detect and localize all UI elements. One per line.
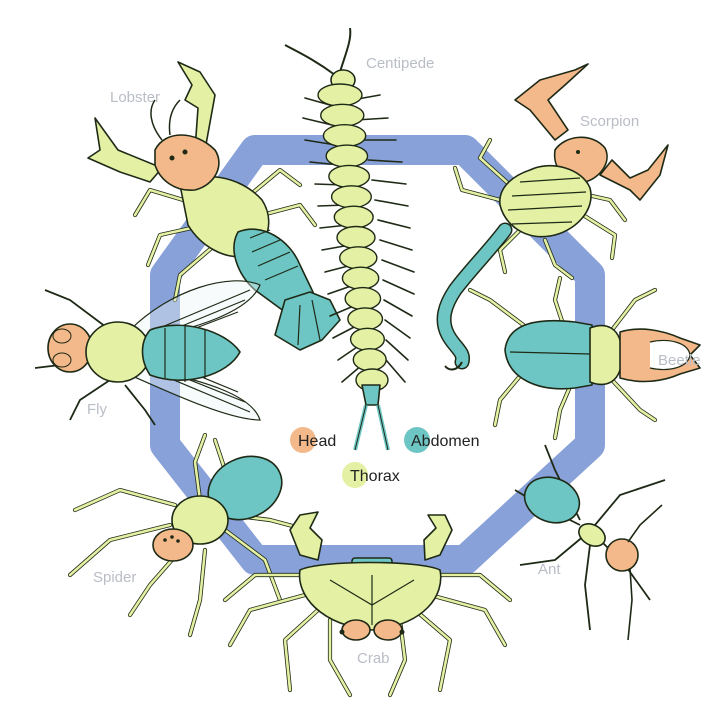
legend-thorax-label: Thorax (350, 468, 400, 485)
centipede-segment (353, 349, 386, 371)
label-scorpion: Scorpion (580, 113, 639, 130)
label-fly: Fly (87, 401, 107, 418)
label-ant: Ant (538, 561, 561, 578)
label-beetle: Beetle (658, 352, 701, 369)
centipede-segment (345, 288, 380, 310)
label-lobster: Lobster (110, 89, 160, 106)
centipede-segment (342, 267, 378, 289)
label-centipede: Centipede (366, 55, 434, 72)
centipede-segment (337, 227, 375, 249)
fly-figure (35, 281, 260, 425)
centipede-segment (334, 206, 373, 228)
centipede-segment (348, 308, 383, 330)
legend-abdomen-label: Abdomen (411, 433, 480, 450)
centipede-segment (329, 165, 370, 187)
centipede-segment (332, 186, 372, 208)
label-crab: Crab (357, 650, 390, 667)
centipede-segment (321, 104, 364, 126)
centipede-figure (285, 28, 414, 450)
centipede-segment (318, 84, 362, 106)
centipede-segment (326, 145, 367, 167)
centipede-segment (323, 125, 365, 147)
centipede-segment (351, 328, 385, 350)
label-spider: Spider (93, 569, 136, 586)
centipede-segment (340, 247, 377, 269)
legend-head-label: Head (298, 433, 336, 450)
